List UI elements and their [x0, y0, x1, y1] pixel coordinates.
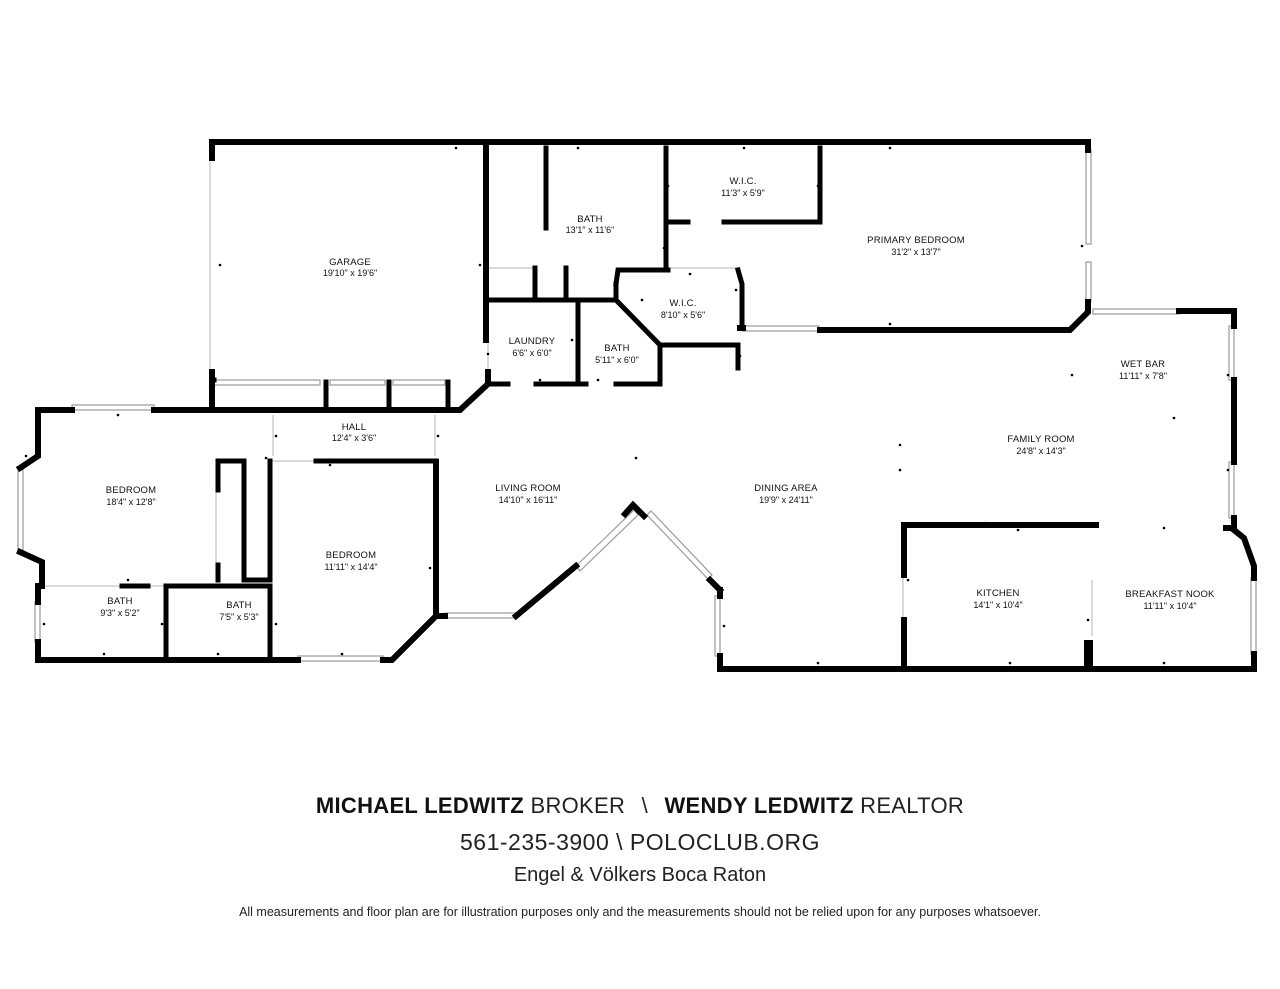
room-hall: HALL 12'4" x 3'6" — [332, 422, 376, 443]
room-living-room: LIVING ROOM 14'10" x 16'11" — [495, 483, 561, 505]
room-garage: GARAGE 19'10" x 19'6" — [323, 257, 377, 278]
room-name: BEDROOM — [106, 485, 157, 496]
room-bedroom-center: BEDROOM 11'11" x 14'4" — [324, 550, 377, 572]
room-name: BATH — [107, 596, 132, 607]
room-name: BEDROOM — [326, 550, 377, 561]
floor-plan: GARAGE 19'10" x 19'6" BATH 13'1" x 11'6"… — [15, 139, 1257, 672]
room-dimensions: 18'4" x 12'8" — [106, 497, 155, 507]
room-dimensions: 19'10" x 19'6" — [323, 268, 377, 278]
room-breakfast-nook: BREAKFAST NOOK 11'11" x 10'4" — [1125, 589, 1215, 611]
room-name: PRIMARY BEDROOM — [867, 235, 965, 246]
room-name: BATH — [226, 600, 251, 611]
room-name: LIVING ROOM — [495, 483, 561, 494]
room-dimensions: 6'6" x 6'0" — [512, 348, 551, 358]
room-wet-bar: WET BAR 11'11" x 7'8" — [1119, 359, 1167, 381]
agent1-role: BROKER — [530, 793, 626, 818]
room-kitchen: KITCHEN 14'1" x 10'4" — [973, 588, 1022, 610]
room-name: BATH — [604, 343, 629, 354]
room-primary-bedroom: PRIMARY BEDROOM 31'2" x 13'7" — [867, 235, 965, 257]
walls — [15, 139, 1257, 672]
room-wic-middle: W.I.C. 8'10" x 5'6" — [661, 298, 705, 320]
room-bath-lower-left: BATH 9'3" x 5'2" — [100, 596, 139, 618]
room-dimensions: 9'3" x 5'2" — [100, 608, 139, 618]
room-labels: GARAGE 19'10" x 19'6" BATH 13'1" x 11'6"… — [100, 176, 1215, 622]
agent2-name: WENDY LEDWITZ — [664, 793, 854, 818]
room-dimensions: 31'2" x 13'7" — [891, 247, 940, 257]
room-bath-lower-mid: BATH 7'5" x 5'3" — [219, 600, 258, 622]
room-bath-upper: BATH 13'1" x 11'6" — [566, 214, 615, 235]
measurement-ticks — [24, 146, 1230, 665]
brokerage-name: Engel & Völkers Boca Raton — [513, 864, 767, 886]
room-dimensions: 24'8" x 14'3" — [1016, 446, 1065, 456]
room-wic-upper: W.I.C. 11'3" x 5'9" — [721, 176, 765, 198]
room-name: HALL — [342, 422, 367, 433]
room-name: LAUNDRY — [509, 336, 556, 347]
room-family-room: FAMILY ROOM 24'8" x 14'3" — [1007, 434, 1074, 456]
room-dimensions: 14'1" x 10'4" — [973, 600, 1022, 610]
room-name: KITCHEN — [976, 588, 1019, 599]
room-name: BREAKFAST NOOK — [1125, 589, 1215, 600]
agent-separator: \ — [641, 793, 649, 818]
agent-credits: MICHAEL LEDWITZ BROKER \ WENDY LEDWITZ R… — [0, 793, 1280, 819]
room-dimensions: 11'11" x 7'8" — [1119, 371, 1167, 381]
room-dimensions: 12'4" x 3'6" — [332, 433, 376, 443]
room-dimensions: 11'3" x 5'9" — [721, 188, 765, 198]
room-dimensions: 14'10" x 16'11" — [499, 495, 558, 505]
room-name: GARAGE — [329, 257, 371, 268]
room-dimensions: 5'11" x 6'0" — [595, 355, 639, 365]
room-dimensions: 11'11" x 14'4" — [324, 562, 377, 572]
room-dining-area: DINING AREA 19'9" x 24'11" — [754, 483, 818, 505]
room-dimensions: 19'9" x 24'11" — [759, 495, 813, 505]
room-bath-middle: BATH 5'11" x 6'0" — [595, 343, 639, 365]
room-name: W.I.C. — [729, 176, 756, 187]
room-dimensions: 13'1" x 11'6" — [566, 225, 615, 235]
room-dimensions: 11'11" x 10'4" — [1143, 601, 1196, 611]
agent2-role: REALTOR — [860, 793, 965, 818]
room-name: FAMILY ROOM — [1007, 434, 1074, 445]
room-name: W.I.C. — [669, 298, 696, 309]
room-name: BATH — [577, 214, 602, 225]
contact-info: 561-235-3900 \ POLOCLUB.ORG — [460, 829, 820, 855]
room-bedroom-left: BEDROOM 18'4" x 12'8" — [106, 485, 157, 507]
agent1-name: MICHAEL LEDWITZ — [315, 793, 525, 818]
room-laundry: LAUNDRY 6'6" x 6'0" — [509, 336, 556, 358]
room-name: WET BAR — [1121, 359, 1166, 370]
room-dimensions: 7'5" x 5'3" — [219, 612, 258, 622]
disclaimer-text: All measurements and floor plan are for … — [239, 905, 1041, 919]
room-dimensions: 8'10" x 5'6" — [661, 310, 705, 320]
room-name: DINING AREA — [754, 483, 818, 494]
